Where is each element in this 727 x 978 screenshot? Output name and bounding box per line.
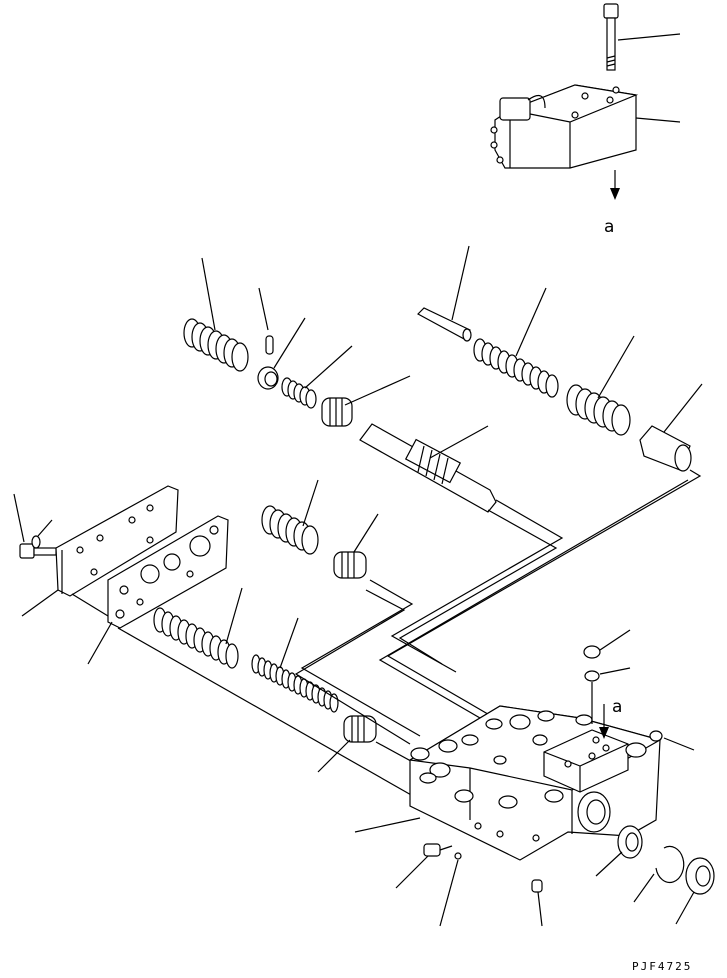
lower-piston — [317, 715, 377, 773]
assembly-path-lines — [71, 469, 702, 801]
spring-seat — [257, 317, 306, 390]
upper-spring-large — [183, 257, 249, 372]
dowel-pin — [258, 287, 274, 355]
solenoid-valve-body — [490, 84, 639, 169]
pin-rod — [417, 245, 472, 342]
main-spool — [359, 423, 497, 513]
upper-spring-small — [281, 345, 353, 409]
cap-top — [583, 629, 631, 659]
upper-right-spring-small — [473, 287, 559, 398]
cover-plate — [21, 485, 179, 617]
upper-right-spring-large — [566, 335, 635, 436]
oil-seal — [675, 857, 715, 925]
ball-seat — [584, 667, 631, 724]
solenoid-mounting-bolt — [603, 3, 619, 71]
side-plug — [649, 730, 695, 751]
callout-a-upper: a — [604, 217, 614, 237]
solenoid-valve-assembly: a — [490, 3, 681, 237]
upper-piston — [321, 375, 411, 427]
middle-spring — [261, 479, 319, 555]
lower-spring-small — [251, 617, 339, 713]
drawing-code: PJF4725 — [632, 960, 692, 973]
bottom-plug — [531, 879, 543, 927]
thin-leader — [354, 817, 421, 833]
port-seal-ring — [595, 825, 643, 877]
callout-a-lower: a — [612, 697, 622, 717]
valve-housing: a — [408, 697, 662, 861]
middle-piston — [333, 513, 379, 579]
cover-washer — [31, 519, 53, 549]
snap-ring — [633, 845, 685, 903]
gasket — [87, 515, 229, 665]
small-ball — [439, 852, 462, 927]
lower-spring-large — [153, 587, 243, 669]
side-nipple — [395, 843, 453, 889]
plug-cylinder — [639, 383, 703, 472]
